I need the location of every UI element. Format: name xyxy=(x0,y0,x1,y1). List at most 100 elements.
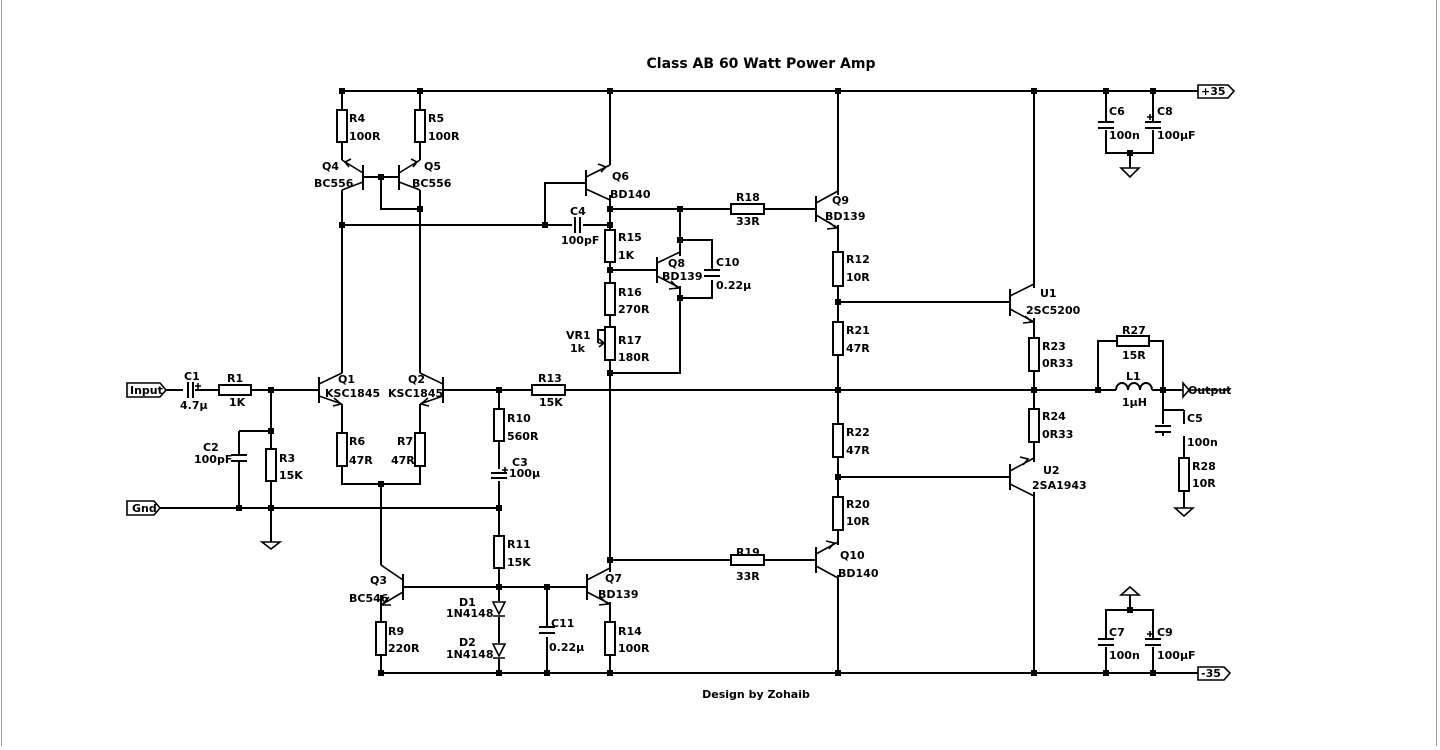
svg-text:Q3: Q3 xyxy=(370,574,387,587)
svg-text:15K: 15K xyxy=(279,469,303,482)
svg-text:R5: R5 xyxy=(428,112,444,125)
svg-text:C9: C9 xyxy=(1157,626,1173,639)
transistor-q1: Q1 KSC1845 xyxy=(318,372,380,407)
svg-text:R12: R12 xyxy=(846,253,870,266)
svg-text:100pF: 100pF xyxy=(561,234,599,247)
svg-text:Q1: Q1 xyxy=(338,373,355,386)
svg-text:R11: R11 xyxy=(507,538,531,551)
transistor-q4: Q4 BC556 xyxy=(314,158,369,191)
svg-text:47R: 47R xyxy=(391,454,415,467)
svg-text:Q6: Q6 xyxy=(612,170,629,183)
svg-text:560R: 560R xyxy=(507,430,539,443)
svg-text:C8: C8 xyxy=(1157,105,1173,118)
svg-text:R28: R28 xyxy=(1192,460,1216,473)
svg-text:R10: R10 xyxy=(507,412,531,425)
vpos-port: +35 xyxy=(1197,84,1236,99)
svg-text:15K: 15K xyxy=(539,396,563,409)
svg-text:R9: R9 xyxy=(388,625,404,638)
svg-text:33R: 33R xyxy=(736,570,760,583)
svg-text:VR1: VR1 xyxy=(566,329,591,342)
svg-text:1N4148: 1N4148 xyxy=(446,607,493,620)
svg-text:C11: C11 xyxy=(551,617,574,630)
svg-text:D2: D2 xyxy=(459,636,476,649)
svg-text:Q2: Q2 xyxy=(408,373,425,386)
svg-text:15R: 15R xyxy=(1122,349,1146,362)
svg-text:100R: 100R xyxy=(428,130,460,143)
svg-text:4.7μ: 4.7μ xyxy=(180,399,208,412)
transistor-q5: Q5 BC556 xyxy=(398,158,452,191)
ground-symbol-output xyxy=(1172,507,1196,518)
svg-text:2SA1943: 2SA1943 xyxy=(1032,479,1087,492)
vneg-port: -35 xyxy=(1197,666,1232,681)
svg-text:BC546: BC546 xyxy=(349,592,389,605)
svg-text:R1: R1 xyxy=(227,372,243,385)
transistor-q3: Q3 BC546 xyxy=(349,564,404,606)
svg-text:Input: Input xyxy=(130,384,163,397)
svg-text:15K: 15K xyxy=(507,556,531,569)
svg-text:C1: C1 xyxy=(184,370,200,383)
svg-text:100R: 100R xyxy=(349,130,381,143)
svg-text:100n: 100n xyxy=(1109,129,1140,142)
svg-text:Q10: Q10 xyxy=(840,549,865,562)
capacitor-c8: C8 100μF xyxy=(1145,105,1196,142)
svg-text:C3: C3 xyxy=(512,456,528,469)
svg-text:33R: 33R xyxy=(736,215,760,228)
svg-text:0.22μ: 0.22μ xyxy=(549,641,584,654)
svg-text:47R: 47R xyxy=(846,342,870,355)
svg-text:KSC1845: KSC1845 xyxy=(388,387,443,400)
svg-text:R6: R6 xyxy=(349,435,365,448)
svg-text:BC556: BC556 xyxy=(314,177,354,190)
svg-text:R14: R14 xyxy=(618,625,642,638)
svg-text:100μ: 100μ xyxy=(509,467,540,480)
svg-text:C6: C6 xyxy=(1109,105,1125,118)
svg-text:BD139: BD139 xyxy=(598,588,638,601)
transistor-q10: Q10 BD140 xyxy=(815,540,879,580)
svg-text:180R: 180R xyxy=(618,351,650,364)
svg-text:1K: 1K xyxy=(229,396,246,409)
svg-text:-35: -35 xyxy=(1201,667,1221,680)
transistor-q6: Q6 BD140 xyxy=(585,163,651,201)
svg-text:1K: 1K xyxy=(618,249,635,262)
svg-text:R7: R7 xyxy=(397,435,413,448)
svg-text:R23: R23 xyxy=(1042,340,1066,353)
transistor-q8: Q8 BD139 xyxy=(656,251,702,290)
svg-text:BD139: BD139 xyxy=(825,210,865,223)
svg-text:R15: R15 xyxy=(618,231,642,244)
input-port: Input xyxy=(126,382,168,398)
svg-text:KSC1845: KSC1845 xyxy=(325,387,380,400)
svg-text:100μF: 100μF xyxy=(1157,129,1196,142)
svg-text:10R: 10R xyxy=(846,271,870,284)
svg-text:L1: L1 xyxy=(1126,370,1141,383)
svg-text:R22: R22 xyxy=(846,426,870,439)
svg-text:0R33: 0R33 xyxy=(1042,428,1073,441)
resistor-r10: R10 560R xyxy=(493,408,539,443)
ground-symbol-input xyxy=(259,541,283,551)
svg-text:D1: D1 xyxy=(459,596,476,609)
svg-text:C2: C2 xyxy=(203,441,219,454)
svg-text:0.22μ: 0.22μ xyxy=(716,279,751,292)
capacitor-c11: C11 0.22μ xyxy=(539,617,584,654)
svg-text:Q4: Q4 xyxy=(322,160,339,173)
